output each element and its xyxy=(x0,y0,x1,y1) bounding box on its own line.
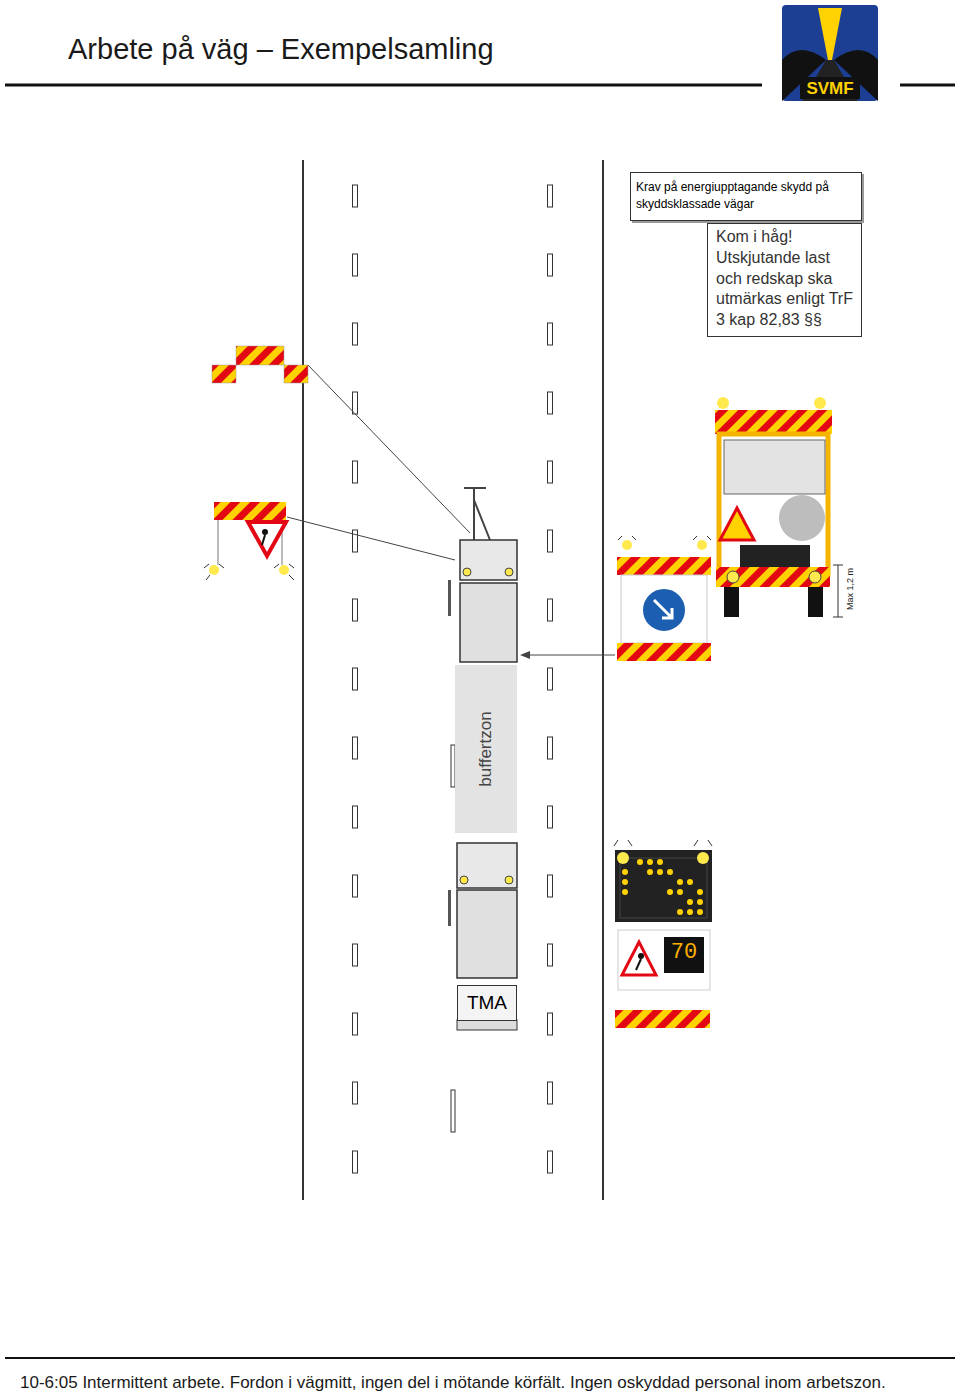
lane-dash xyxy=(353,461,358,483)
note-box: Kom i håg! Utskjutande last och redskap … xyxy=(707,223,862,337)
lane-dash xyxy=(548,185,553,207)
truck-front xyxy=(715,397,843,617)
led-dot xyxy=(697,889,703,895)
led-dot xyxy=(667,869,673,875)
led-dot xyxy=(667,889,673,895)
lane-dash xyxy=(353,668,358,690)
lane-dash xyxy=(548,875,553,897)
lane-dash xyxy=(353,806,358,828)
lane-dash xyxy=(353,737,358,759)
led-dot xyxy=(657,859,663,865)
page-title: Arbete på väg – Exempelsamling xyxy=(68,33,494,66)
lane-dash xyxy=(353,599,358,621)
speed-value: 70 xyxy=(664,940,704,965)
lane-dash xyxy=(548,1082,553,1104)
logo xyxy=(782,5,878,101)
lane-dash xyxy=(548,1151,553,1173)
center-dash xyxy=(451,1090,455,1132)
note-box: Krav på energiupptagande skydd på skydds… xyxy=(630,172,862,221)
buffer-zone-band: buffertzon xyxy=(455,665,517,833)
led-dot xyxy=(622,879,628,885)
node-text: Krav på energiupptagande skydd på skydds… xyxy=(636,179,856,214)
led-dot xyxy=(677,909,683,915)
led-dot xyxy=(697,899,703,905)
leader-line xyxy=(287,517,455,560)
arrowhead xyxy=(520,651,530,659)
led-dot xyxy=(687,879,693,885)
lane-dash xyxy=(353,1151,358,1173)
led-dot xyxy=(697,909,703,915)
tma-box: TMA xyxy=(457,985,517,1021)
lane-dash xyxy=(353,254,358,276)
logo-text: SVMF xyxy=(800,79,860,99)
footer-rule xyxy=(5,1357,955,1359)
led-dot xyxy=(677,889,683,895)
led-dot xyxy=(687,909,693,915)
led-dot xyxy=(657,869,663,875)
lane-dash xyxy=(548,254,553,276)
lane-dash xyxy=(353,185,358,207)
lane-dash xyxy=(353,392,358,414)
lane-dash xyxy=(548,668,553,690)
header-rule xyxy=(900,84,955,87)
warning-sign xyxy=(204,502,294,580)
led-dot xyxy=(647,859,653,865)
lane-dash xyxy=(548,530,553,552)
lane-dash xyxy=(548,737,553,759)
header-rule xyxy=(5,84,762,87)
lane-dash xyxy=(548,1013,553,1035)
caption: 10-6:05 Intermittent arbete. Fordon i vä… xyxy=(20,1373,886,1393)
leader-line xyxy=(308,365,470,533)
led-dot xyxy=(647,869,653,875)
road-edge xyxy=(302,160,304,1200)
lane-dash xyxy=(548,323,553,345)
lane-dash xyxy=(353,875,358,897)
lane-dash xyxy=(353,1013,358,1035)
barrier-sign xyxy=(212,346,308,383)
led-dot xyxy=(677,879,683,885)
lane-dash xyxy=(353,944,358,966)
led-dot xyxy=(622,869,628,875)
lane-dash xyxy=(548,806,553,828)
led-dot xyxy=(637,859,643,865)
lane-dash xyxy=(353,1082,358,1104)
lane-dash xyxy=(353,323,358,345)
node-text: TMA xyxy=(458,992,516,1014)
lane-dash xyxy=(548,944,553,966)
keep-right-sign xyxy=(617,536,711,661)
lane-dash xyxy=(548,599,553,621)
tma-vehicle xyxy=(448,843,517,1030)
led-dot xyxy=(687,899,693,905)
lane-markings xyxy=(353,185,553,1173)
arrow-board xyxy=(614,840,712,1028)
led-dot xyxy=(622,889,628,895)
lane-dash xyxy=(548,392,553,414)
work-vehicle xyxy=(448,488,517,662)
leader-line xyxy=(524,655,615,656)
node-text: buffertzon xyxy=(476,711,496,786)
road-edge xyxy=(602,160,604,1200)
lane-dash xyxy=(548,461,553,483)
dimension-label: Max 1,2 m xyxy=(845,559,855,619)
node-text: Kom i håg! Utskjutande last och redskap … xyxy=(716,227,853,331)
lane-dash xyxy=(353,530,358,552)
